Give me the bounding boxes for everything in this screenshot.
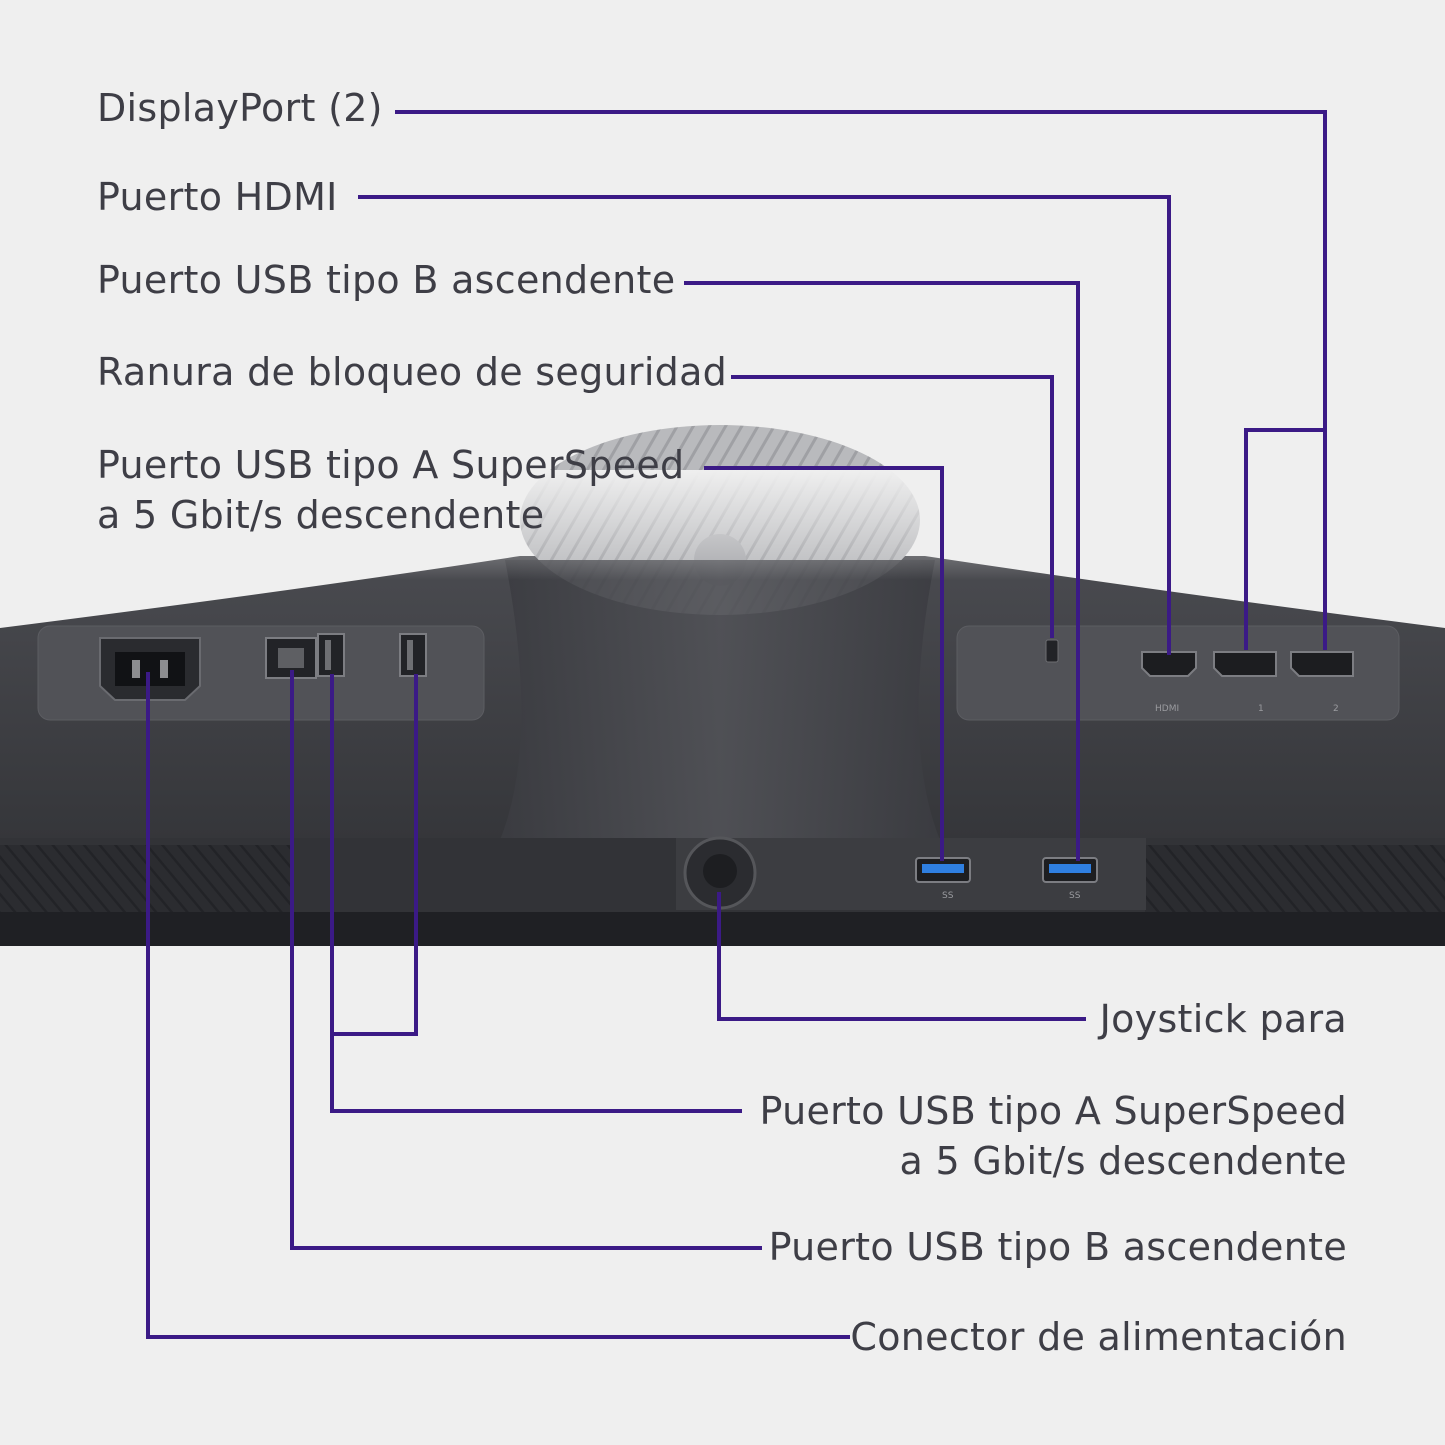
label-power: Conector de alimentación xyxy=(850,1312,1347,1362)
hdmi-port xyxy=(1141,651,1197,677)
hdmi-marking: HDMI xyxy=(1155,704,1179,714)
label-hdmi: Puerto HDMI xyxy=(97,172,338,222)
usb-a-port-bottom-2 xyxy=(1042,857,1098,883)
label-displayport-line1: DisplayPort (2) xyxy=(97,86,383,130)
label-security-slot-line1: Ranura de bloqueo de seguridad xyxy=(97,350,728,394)
leader-usb-a-bottom xyxy=(330,674,742,1113)
leader-usb-b-top xyxy=(684,281,1080,861)
ss-marking-2: SS xyxy=(1069,891,1081,901)
leader-usb-b-bottom xyxy=(290,670,762,1250)
leader-lines xyxy=(146,110,1327,1339)
leader-displayport xyxy=(395,110,1327,650)
label-usb-b-top-line1: Puerto USB tipo B ascendente xyxy=(97,258,676,302)
stand-neck xyxy=(500,560,940,840)
label-usb-a-bottom: Puerto USB tipo A SuperSpeed a 5 Gbit/s … xyxy=(760,1086,1347,1186)
left-vent-grille xyxy=(0,845,290,913)
label-security-slot: Ranura de bloqueo de seguridad xyxy=(97,347,727,397)
label-power-line1: Conector de alimentación xyxy=(850,1315,1347,1359)
dp1-marking: 1 xyxy=(1258,704,1264,714)
leader-security-slot xyxy=(731,375,1054,638)
leader-displayport-branch xyxy=(1244,428,1325,650)
port-markings: HDMI 1 2 SS SS xyxy=(942,704,1339,901)
label-usb-b-bottom-line1: Puerto USB tipo B ascendente xyxy=(768,1225,1347,1269)
label-usb-a-top-line2: a 5 Gbit/s descendente xyxy=(97,493,545,537)
label-hdmi-line1: Puerto HDMI xyxy=(97,175,338,219)
security-lock-slot xyxy=(1045,639,1059,663)
label-usb-a-bottom-line1: Puerto USB tipo A SuperSpeed xyxy=(759,1089,1347,1133)
monitor-bottom-edge xyxy=(0,912,1445,946)
displayport-1 xyxy=(1213,651,1277,677)
label-joystick: Joystick para xyxy=(1100,994,1347,1044)
usb-a-port-left-1 xyxy=(317,633,345,677)
label-usb-b-top: Puerto USB tipo B ascendente xyxy=(97,255,675,305)
label-usb-a-top-line1: Puerto USB tipo A SuperSpeed xyxy=(97,443,685,487)
ss-marking-1: SS xyxy=(942,891,954,901)
label-usb-b-bottom: Puerto USB tipo B ascendente xyxy=(769,1222,1347,1272)
power-connector xyxy=(99,637,201,701)
label-joystick-line1: Joystick para xyxy=(1099,997,1347,1041)
usb-a-port-bottom-1 xyxy=(915,857,971,883)
leader-joystick xyxy=(717,892,1086,1021)
label-usb-a-bottom-line2: a 5 Gbit/s descendente xyxy=(899,1139,1347,1183)
leader-usb-a-bottom-branch xyxy=(332,674,418,1036)
leader-usb-a-top xyxy=(704,466,944,861)
usb-a-port-left-2 xyxy=(399,633,427,677)
right-vent-grille xyxy=(1145,845,1445,913)
displayport-2 xyxy=(1290,651,1354,677)
leader-power xyxy=(146,672,850,1339)
top-fade xyxy=(0,470,1445,580)
label-usb-a-top: Puerto USB tipo A SuperSpeed a 5 Gbit/s … xyxy=(97,440,684,540)
label-displayport: DisplayPort (2) xyxy=(97,83,383,133)
dp2-marking: 2 xyxy=(1333,704,1339,714)
leader-hdmi xyxy=(358,195,1171,655)
